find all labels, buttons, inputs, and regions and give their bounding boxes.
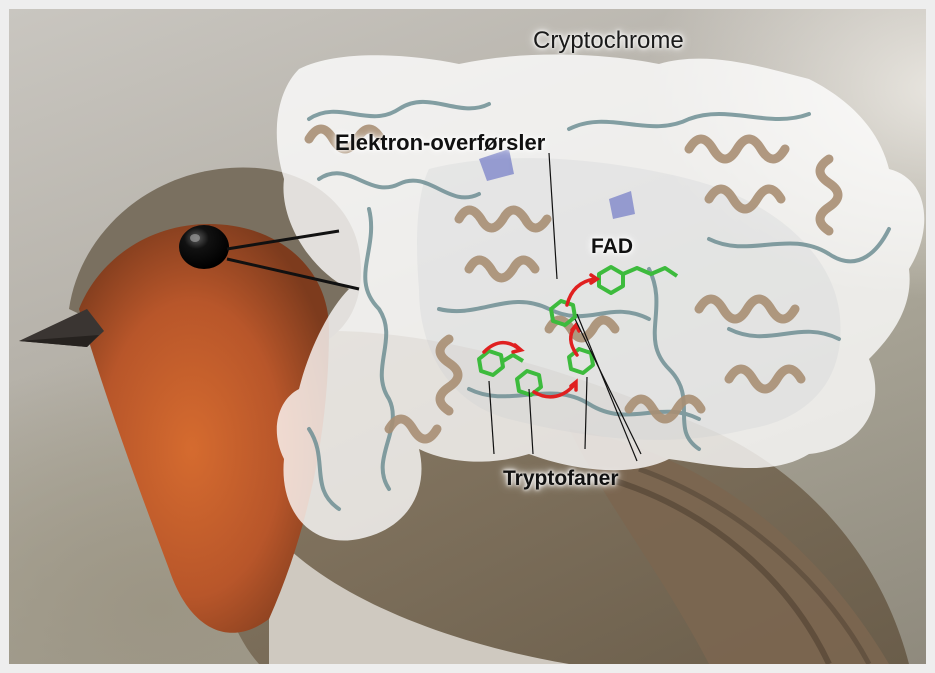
illustration [9, 9, 926, 664]
electron-transfer-label: Elektron-overførsler [335, 130, 545, 156]
eye [179, 225, 229, 269]
fad-label: FAD [591, 235, 633, 259]
protein-title: Cryptochrome [533, 27, 684, 55]
robin-photo: Cryptochrome Elektron-overførsler FAD Tr… [9, 9, 926, 664]
tryptophans-label: Tryptofaner [503, 467, 619, 491]
